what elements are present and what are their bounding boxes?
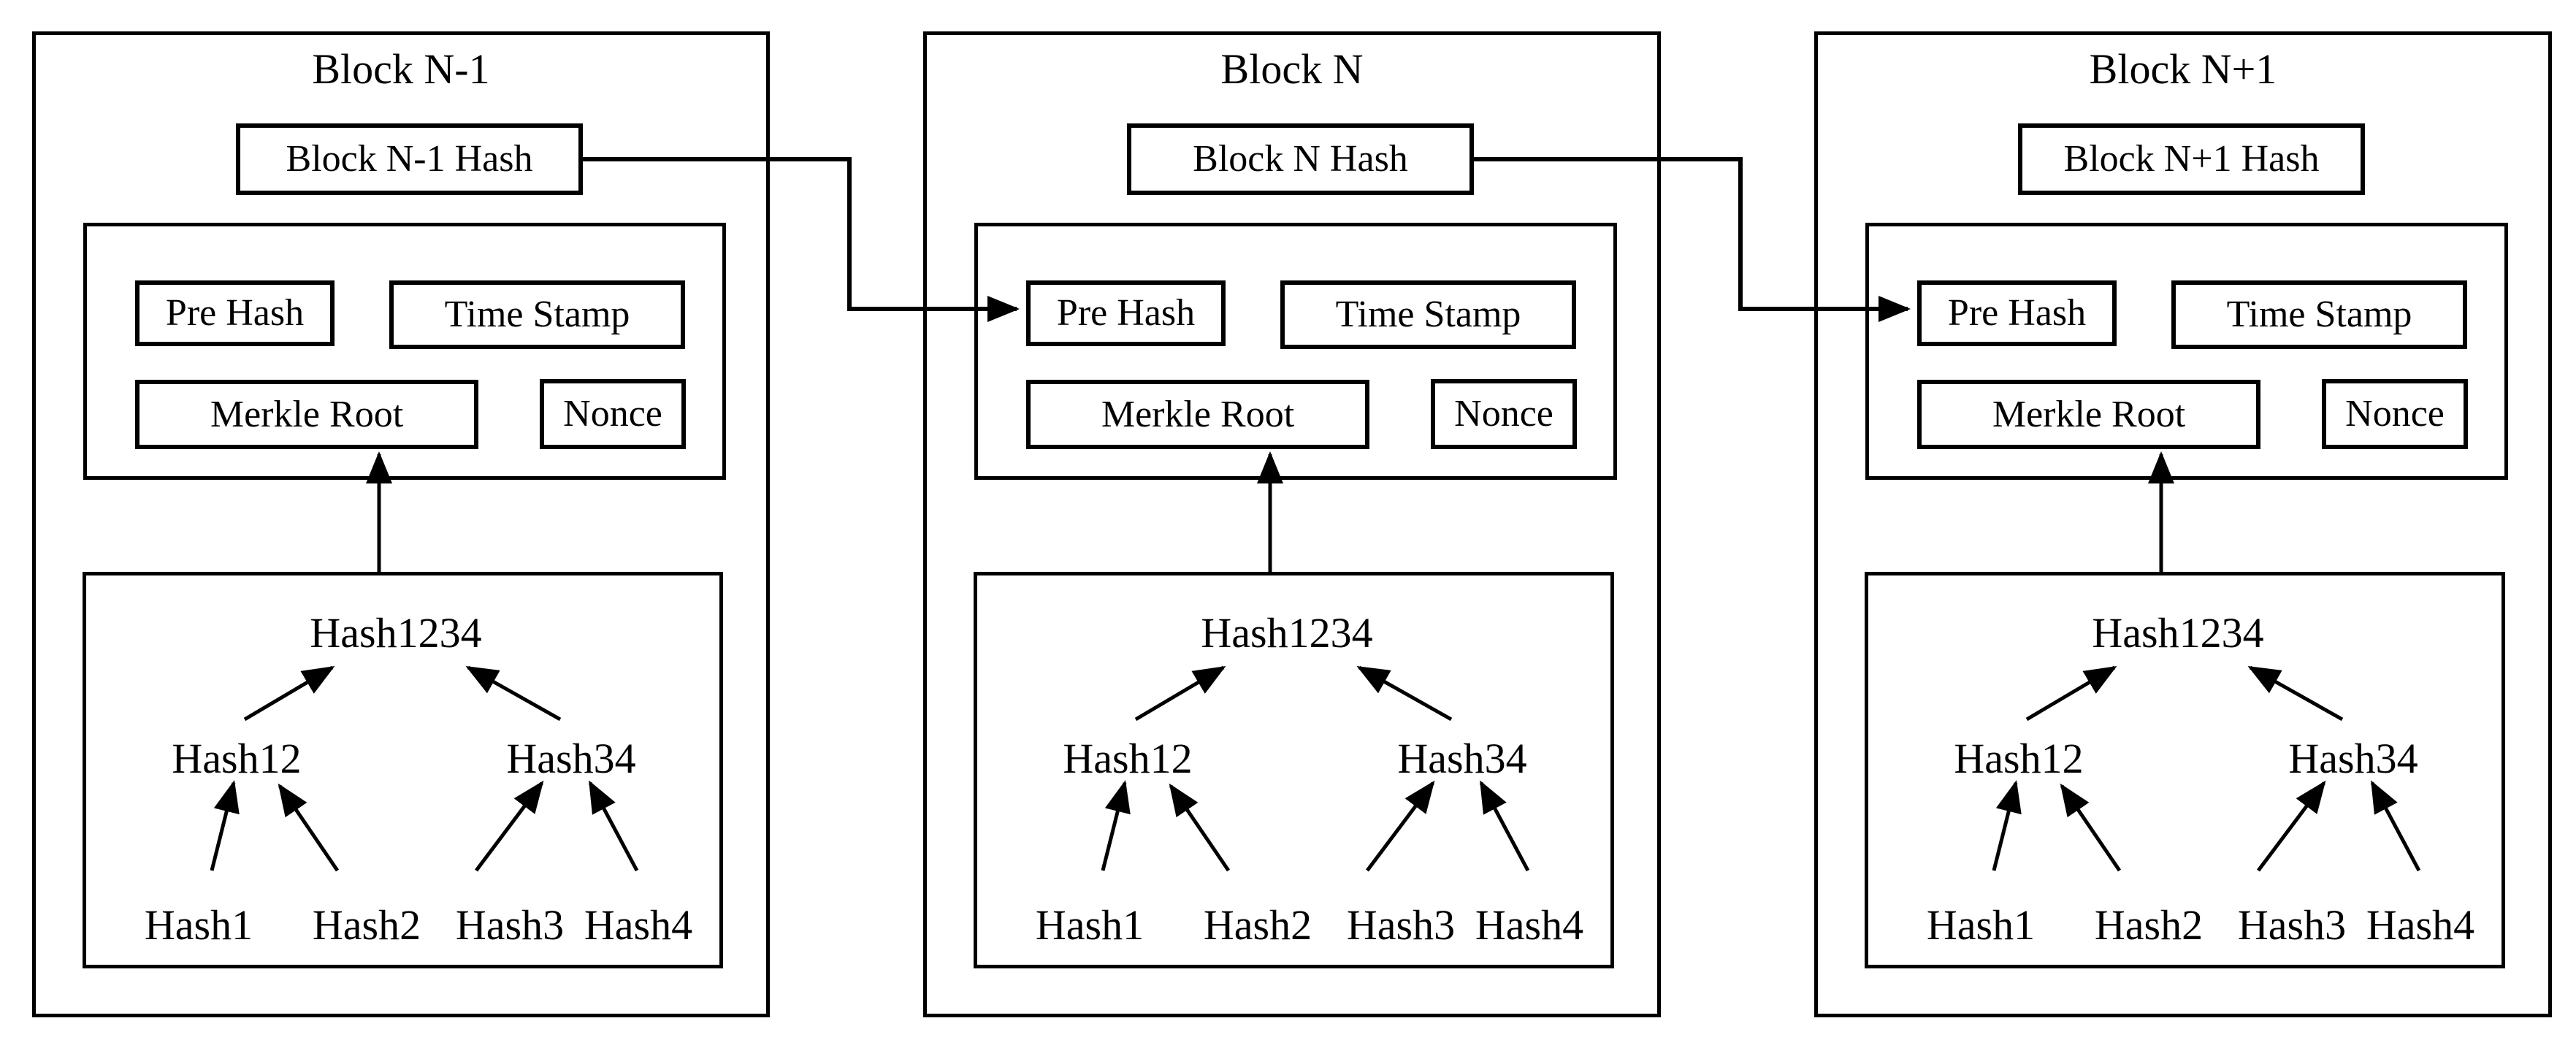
- hash1-label: Hash1: [1035, 901, 1144, 949]
- hash1234-label: Hash1234: [1201, 609, 1373, 657]
- pre-hash-box: Pre Hash: [1917, 280, 2117, 346]
- nonce-box: Nonce: [540, 379, 686, 449]
- block-title: Block N+1: [2089, 45, 2277, 93]
- hash3-label: Hash3: [1346, 901, 1456, 949]
- block-n: Block N Block N Hash Pre Hash Time Stamp…: [923, 31, 1661, 1017]
- block-n-minus-1: Block N-1 Block N-1 Hash Pre Hash Time S…: [32, 31, 770, 1017]
- hash3-label: Hash3: [2237, 901, 2347, 949]
- hash4-label: Hash4: [1475, 901, 1584, 949]
- block-title: Block N-1: [312, 45, 490, 93]
- hash4-label: Hash4: [584, 901, 693, 949]
- hash34-label: Hash34: [1397, 735, 1527, 782]
- hash12-label: Hash12: [172, 735, 302, 782]
- block-header-box: Pre Hash Time Stamp Merkle Root Nonce: [83, 223, 726, 480]
- hash34-label: Hash34: [2288, 735, 2418, 782]
- hash1-label: Hash1: [144, 901, 253, 949]
- block-hash-box: Block N-1 Hash: [236, 123, 583, 195]
- merkle-root-box: Merkle Root: [1917, 380, 2260, 449]
- pre-hash-box: Pre Hash: [1026, 280, 1226, 346]
- time-stamp-box: Time Stamp: [389, 280, 685, 349]
- block-n-plus-1: Block N+1 Block N+1 Hash Pre Hash Time S…: [1814, 31, 2552, 1017]
- time-stamp-box: Time Stamp: [2171, 280, 2467, 349]
- hash2-label: Hash2: [312, 901, 421, 949]
- hash1-label: Hash1: [1926, 901, 2036, 949]
- hash2-label: Hash2: [2094, 901, 2204, 949]
- block-hash-box: Block N+1 Hash: [2018, 123, 2365, 195]
- nonce-box: Nonce: [2322, 379, 2468, 449]
- hash3-label: Hash3: [455, 901, 565, 949]
- merkle-root-box: Merkle Root: [1026, 380, 1369, 449]
- pre-hash-box: Pre Hash: [135, 280, 335, 346]
- block-hash-box: Block N Hash: [1127, 123, 1474, 195]
- hash12-label: Hash12: [1954, 735, 2084, 782]
- time-stamp-box: Time Stamp: [1280, 280, 1576, 349]
- hash2-label: Hash2: [1203, 901, 1312, 949]
- block-header-box: Pre Hash Time Stamp Merkle Root Nonce: [1865, 223, 2508, 480]
- block-header-box: Pre Hash Time Stamp Merkle Root Nonce: [974, 223, 1617, 480]
- hash1234-label: Hash1234: [2092, 609, 2264, 657]
- hash34-label: Hash34: [506, 735, 636, 782]
- nonce-box: Nonce: [1431, 379, 1577, 449]
- block-title: Block N: [1220, 45, 1364, 93]
- hash1234-label: Hash1234: [310, 609, 482, 657]
- hash12-label: Hash12: [1063, 735, 1193, 782]
- hash4-label: Hash4: [2366, 901, 2475, 949]
- merkle-tree-box: Hash1234 Hash12 Hash34 Hash1 Hash2 Hash3…: [974, 572, 1614, 968]
- merkle-root-box: Merkle Root: [135, 380, 478, 449]
- merkle-tree-box: Hash1234 Hash12 Hash34 Hash1 Hash2 Hash3…: [1865, 572, 2505, 968]
- merkle-tree-box: Hash1234 Hash12 Hash34 Hash1 Hash2 Hash3…: [83, 572, 723, 968]
